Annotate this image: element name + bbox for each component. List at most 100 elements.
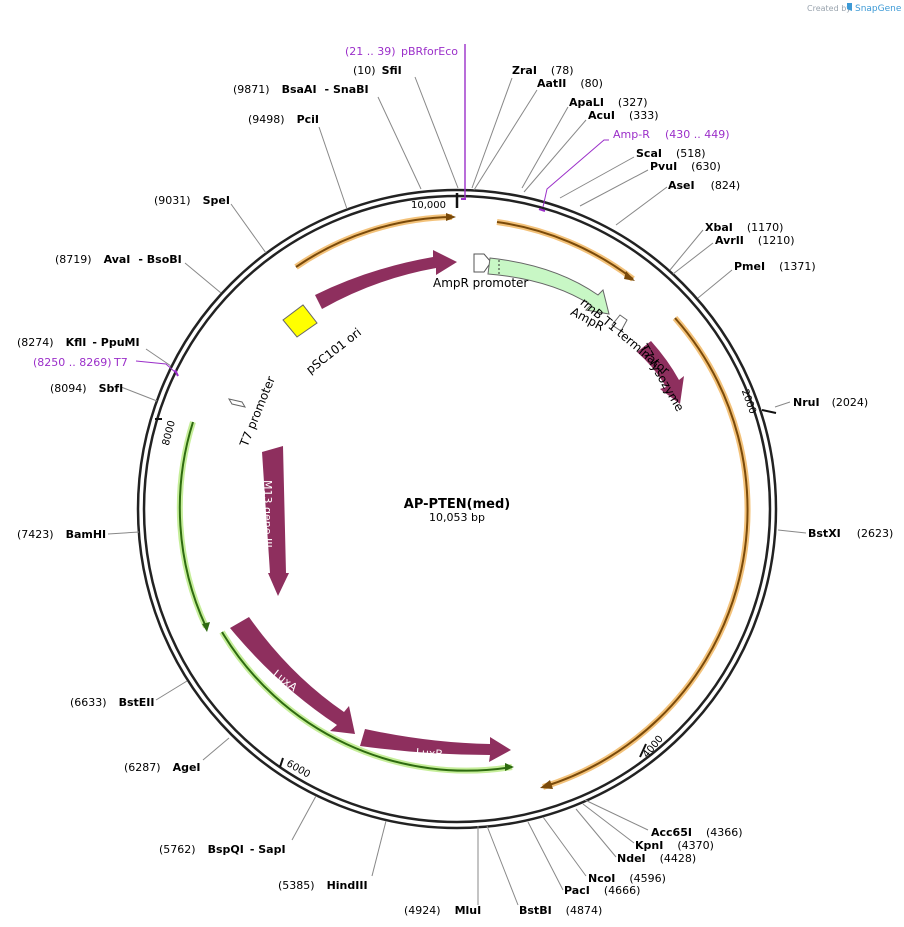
primer-name-pbrforeco: pBRforEco (401, 45, 458, 58)
primer-name-t7: T7 (113, 356, 128, 369)
leader-zrai (471, 77, 513, 189)
leader-agei (202, 737, 230, 761)
rep101-label: Rep101 (347, 246, 391, 271)
enzyme-avai: (8719)AvaI- BsoBI (55, 253, 182, 266)
ampr-promoter-arrow (473, 253, 492, 273)
leader-bsteii (155, 680, 188, 701)
enzyme-nrui: NruI(2024) (793, 396, 868, 409)
t7-lysozyme-arrow (637, 341, 684, 404)
rrnb-terminator-arrow (611, 314, 628, 332)
leader-spei (230, 203, 267, 254)
orange-arrow-left (295, 216, 453, 268)
enzyme-bamhi: (7423)BamHI (17, 528, 106, 541)
primer-mark-t7 (174, 369, 179, 377)
orange-arrow-large-head (540, 780, 553, 789)
orange-arrow-large (542, 317, 749, 788)
green-arrow-bottom (221, 631, 513, 772)
leader-hindiii (371, 820, 387, 877)
leader-pcii (318, 126, 348, 210)
enzyme-agei: (6287)AgeI (124, 761, 201, 774)
leader-nrui (774, 401, 791, 408)
t7-promoter-label: T7 promoter (237, 374, 278, 449)
ampr-features (227, 253, 628, 408)
leader-paci (527, 821, 564, 891)
enzyme-sbfi: (8094)SbfI (50, 382, 123, 395)
orange-features (294, 213, 751, 790)
enzyme-paci: PacI(4666) (564, 884, 640, 897)
leader-bamhi (107, 531, 140, 535)
enzyme-ncoi: NcoI(4596) (588, 872, 666, 885)
enzyme-aatii: AatII(80) (537, 77, 603, 90)
tick-4000 (639, 743, 647, 758)
enzyme-acui: AcuI(333) (588, 109, 659, 122)
psc101-ori-label: pSC101 ori (303, 325, 364, 377)
ampr-promoter-label: AmpR promoter (433, 276, 528, 290)
leader-asei (615, 186, 668, 226)
orange-arrow-large-halo (542, 316, 751, 790)
leader-bstxi (777, 529, 807, 534)
enzyme-pcii: (9498)PciI (248, 113, 319, 126)
enzyme-ndei: NdeI(4428) (617, 852, 696, 865)
luxa-arrow (230, 617, 355, 734)
leader-ndei (575, 808, 617, 858)
primer-mark-ampr (538, 208, 546, 212)
enzyme-sfii: (10)SfiI (353, 64, 402, 77)
backbone-outer-ring (136, 188, 778, 830)
enzyme-spei: (9031)SpeI (154, 194, 230, 207)
plasmid-name: AP-PTEN(med) (404, 497, 510, 512)
primer-range-t7: (8250 .. 8269) (33, 356, 112, 369)
leader-kpni (582, 803, 635, 844)
enzyme-bstxi: BstXI(2623) (808, 527, 893, 540)
enzyme-xbai: XbaI(1170) (705, 221, 783, 234)
orange-arrow-right-head (624, 271, 635, 281)
leader-sbfi (120, 386, 158, 402)
tick-2000 (761, 409, 777, 414)
created-by-text: Created by (807, 4, 851, 13)
luxb-label: LuxB (415, 746, 443, 761)
primer-range-pbrforeco: (21 .. 39) (345, 45, 396, 58)
ampr-arrow (487, 257, 610, 315)
enzyme-hindiii: (5385)HindIII (278, 879, 368, 892)
enzyme-pvui: PvuI(630) (650, 160, 721, 173)
enzyme-kpni: KpnI(4370) (635, 839, 714, 852)
leader-xbai (669, 229, 704, 271)
leader-bspqi (291, 795, 317, 841)
enzyme-bsaai: (9871)BsaAI- SnaBI (233, 83, 369, 96)
enzyme-apali: ApaLI(327) (569, 96, 648, 109)
snapgene-logo-icon (847, 3, 852, 11)
snapgene-watermark: Created by SnapGene (807, 3, 902, 14)
green-features (176, 421, 514, 774)
leader-sfii (414, 76, 459, 189)
leader-pvui (579, 169, 649, 207)
leader-aatii (473, 89, 538, 191)
tick-label-8000: 8000 (161, 419, 178, 446)
t7-lysozyme-label: T7 lysozyme (637, 341, 687, 414)
rep101-arrow (315, 250, 457, 309)
leader-pmei (697, 269, 733, 299)
leader-acui (523, 119, 587, 193)
primer-leader-ampr (542, 139, 609, 208)
m13-gene-iii-arrow (262, 446, 289, 596)
m13-gene-iii-label: M13 gene III (261, 480, 274, 548)
tick-6000 (279, 757, 284, 768)
leader-avrii (672, 242, 714, 275)
green-arrow-left-head (202, 622, 210, 632)
orange-arrow-left-head (446, 213, 456, 221)
t7-promoter-arrow (227, 398, 247, 408)
enzyme-asei: AseI(824) (668, 179, 740, 192)
plasmid-length: 10,053 bp (429, 511, 485, 524)
enzyme-scai: ScaI(518) (636, 147, 706, 160)
enzyme-acc65i: Acc65I(4366) (651, 826, 743, 839)
enzyme-kfli: (8274)KflI- PpuMI (17, 336, 140, 349)
green-arrow-bottom-head (505, 763, 514, 771)
psc101-ori-box (282, 304, 318, 338)
purple-features: Rep101 M13 gene III LuxA LuxB (230, 246, 684, 762)
enzyme-bstbi: BstBI(4874) (519, 904, 602, 917)
leader-scai (559, 156, 635, 199)
leader-bstbi (486, 825, 519, 906)
orange-arrow-right (496, 221, 634, 280)
enzyme-bsteii: (6633)BstEII (70, 696, 154, 709)
primer-leader-t7 (135, 360, 177, 374)
enzyme-bspqi: (5762)BspQI- SapI (159, 843, 286, 856)
